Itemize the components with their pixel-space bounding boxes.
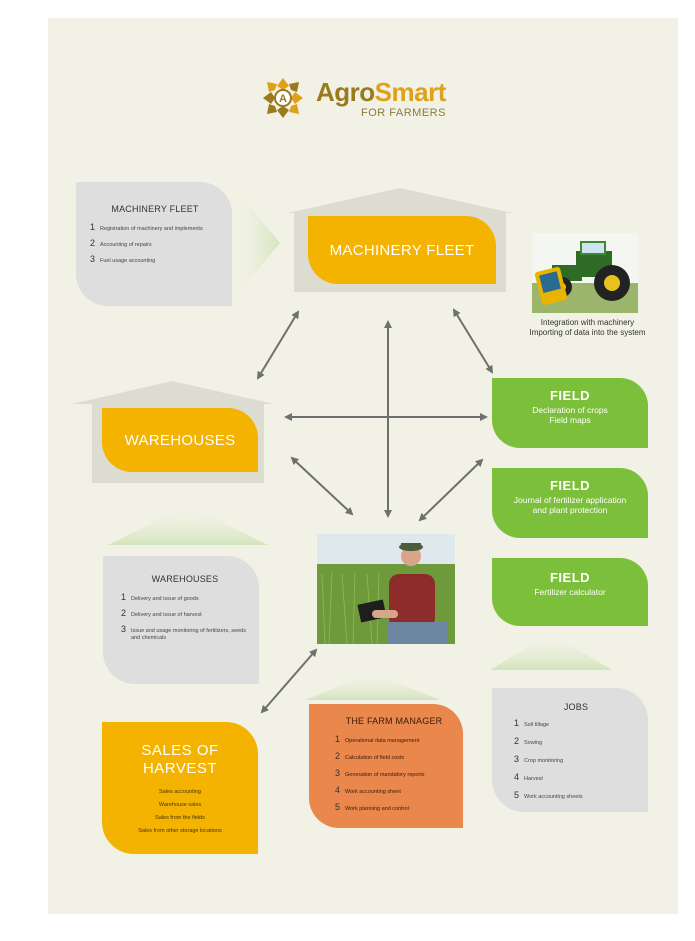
- chevron-up-decor: [490, 633, 612, 670]
- sales-title: SALES OF HARVEST: [141, 742, 219, 777]
- machinery-fleet-box: MACHINERY FLEET: [308, 216, 496, 284]
- arrow-machinery-warehouses: [256, 310, 300, 380]
- tractor-photo: [532, 233, 638, 313]
- sales-of-harvest-box: SALES OF HARVEST Sales accounting Wareho…: [102, 722, 258, 854]
- field-text: Journal of fertilizer application and pl…: [513, 495, 627, 515]
- brand-tagline: FOR FARMERS: [361, 107, 446, 119]
- field-box-2: FIELD Journal of fertilizer application …: [492, 468, 648, 538]
- field-title: FIELD: [549, 570, 591, 585]
- field-title: FIELD: [549, 388, 591, 403]
- warehouses-house-roof: [72, 381, 274, 404]
- farm-manager-title: THE FARM MANAGER: [345, 716, 443, 726]
- field-title: FIELD: [549, 478, 591, 493]
- machinery-fleet-label: MACHINERY FLEET: [329, 241, 475, 259]
- agrosmart-logo-icon: A: [263, 78, 303, 118]
- chevron-right-decor: [232, 186, 280, 300]
- chevron-up-decor: [108, 505, 268, 545]
- list-item: Warehouse sales: [158, 802, 202, 808]
- agrosmart-logo: A AgroSmart FOR FARMERS: [261, 76, 461, 126]
- list-item: Sales accounting: [159, 789, 201, 795]
- field-text: Declaration of crops Field maps: [532, 405, 608, 425]
- brand-name: AgroSmart: [316, 77, 446, 107]
- arrow-sales-manager: [260, 648, 318, 714]
- arrow-field-manager: [418, 458, 484, 522]
- svg-text:A: A: [279, 93, 287, 105]
- field-box-1: FIELD Declaration of crops Field maps: [492, 378, 648, 448]
- sales-list: Sales accounting Warehouse sales Sales f…: [102, 786, 258, 838]
- farmer-photo: [317, 534, 455, 644]
- field-text: Fertilizer calculator: [534, 587, 606, 597]
- warehouses-box: WAREHOUSES: [102, 408, 258, 472]
- chevron-up-decor: [306, 672, 440, 700]
- list-item: Sales from the fields: [155, 815, 205, 821]
- list-item: Sales from other storage locations: [138, 828, 222, 834]
- machinery-info-title: MACHINERY FLEET: [111, 204, 199, 214]
- warehouses-label: WAREHOUSES: [124, 431, 236, 449]
- machinery-house-roof: [288, 188, 512, 213]
- arrow-machinery-field: [452, 308, 494, 374]
- warehouses-info-title: WAREHOUSES: [151, 574, 219, 584]
- arrow-warehouses-manager: [290, 456, 354, 516]
- tractor-caption: Integration with machinery Importing of …: [529, 318, 646, 337]
- jobs-title: JOBS: [563, 702, 589, 712]
- field-box-3: FIELD Fertilizer calculator: [492, 558, 648, 626]
